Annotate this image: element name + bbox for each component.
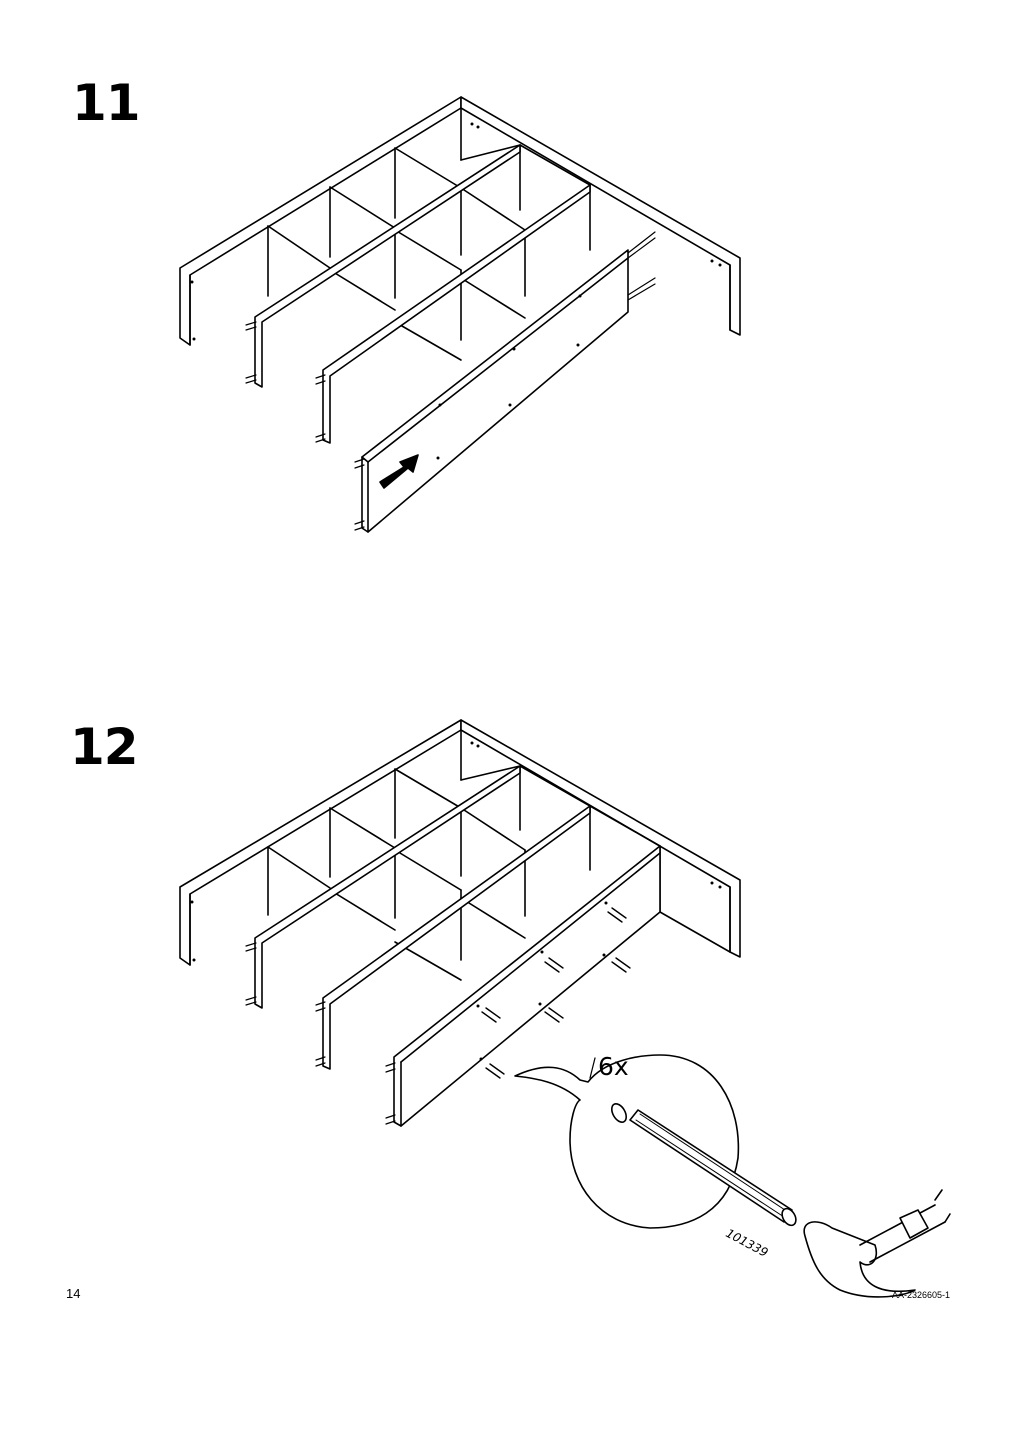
wooden-dowels-12 — [245, 942, 396, 1125]
front-board-1-12 — [254, 765, 521, 1009]
front-board-3-moving — [361, 249, 629, 533]
dowel-icon — [610, 1103, 797, 1227]
callout-bubble — [514, 1054, 740, 1229]
step-number-11: 11 — [72, 74, 141, 132]
hammer-icon — [803, 1189, 951, 1298]
front-board-2-12 — [322, 805, 591, 1070]
front-board-3-12 — [393, 845, 661, 1127]
step-number-12: 12 — [70, 718, 139, 776]
page-number: 14 — [66, 1286, 81, 1301]
screw-holes — [190, 122, 722, 460]
screw-holes-12 — [190, 741, 722, 1061]
document-code: AA-2326605-1 — [891, 1290, 950, 1300]
push-arrow-icon — [379, 454, 419, 489]
callout-quantity: 6x — [598, 1052, 629, 1081]
dowels-to-insert — [481, 907, 631, 1079]
wooden-dowels — [245, 231, 656, 531]
front-board-1 — [254, 144, 521, 388]
grid-partitions — [267, 107, 591, 361]
